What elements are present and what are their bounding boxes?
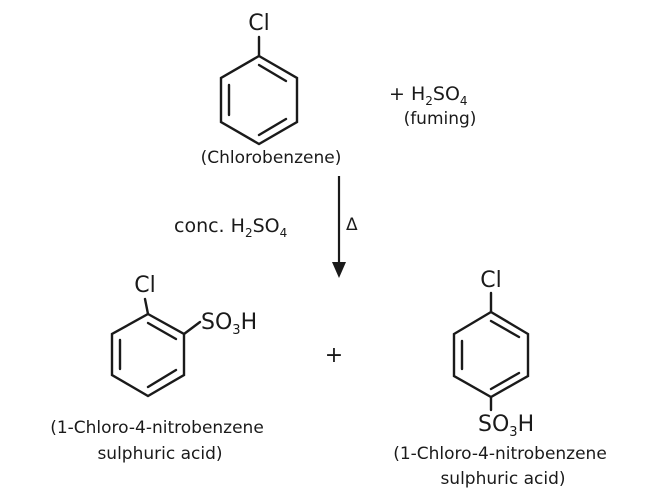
para-benzene-ring: [452, 310, 530, 399]
product-ortho-structure: [110, 297, 202, 398]
reactant-benzene-ring: [219, 54, 299, 146]
para-double-bond: [489, 371, 521, 391]
para-so3h-label: SO3H: [478, 412, 534, 440]
reagent-condition: (fuming): [404, 109, 477, 129]
arrow-condition-left: conc. H2SO4: [174, 215, 287, 240]
reagent-formula: + H2SO4: [389, 83, 468, 108]
reactant-name: (Chlorobenzene): [201, 148, 342, 168]
para-double-bond: [489, 319, 521, 339]
reactant-double-bond: [257, 63, 288, 83]
reaction-arrow: [332, 176, 346, 278]
ortho-double-bond: [146, 321, 178, 341]
ortho-benzene-ring: [110, 312, 186, 398]
arrow-condition-heat: Δ: [346, 215, 358, 235]
ortho-so3h-label: SO3H: [201, 310, 257, 338]
ortho-name-line2: sulphuric acid): [97, 444, 222, 464]
ortho-cl-bond: [143, 297, 150, 316]
para-name-line2: sulphuric acid): [440, 469, 565, 489]
ortho-cl-label: Cl: [134, 273, 155, 298]
para-cl-label: Cl: [480, 268, 501, 293]
reactant-chlorobenzene: [219, 35, 299, 146]
ortho-so3h-bond: [182, 320, 202, 336]
plus-sign: +: [325, 343, 343, 368]
para-name-line1: (1-Chloro-4-nitrobenzene: [393, 444, 607, 464]
reactant-cl-label: Cl: [248, 11, 269, 36]
arrow-head: [332, 262, 346, 278]
reactant-double-bond: [257, 117, 288, 137]
product-para-structure: [452, 291, 530, 412]
ortho-double-bond: [146, 368, 178, 389]
ortho-name-line1: (1-Chloro-4-nitrobenzene: [50, 418, 264, 438]
